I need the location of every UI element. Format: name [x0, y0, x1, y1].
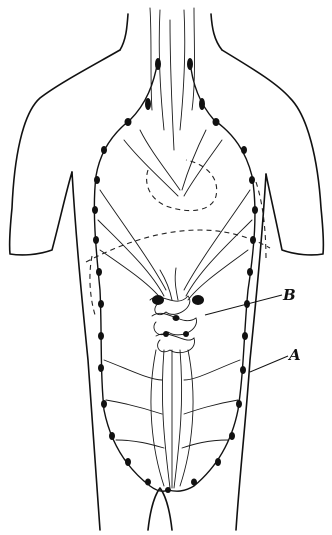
- thoracic-ganglion: [92, 206, 98, 214]
- neck-strand: [159, 10, 164, 130]
- torso-outline: [10, 14, 324, 530]
- cervical-ganglion: [155, 58, 161, 70]
- splanchnic-strand: [100, 250, 162, 300]
- label-b: B: [282, 286, 296, 304]
- thoracic-ganglion: [93, 236, 99, 244]
- lumbar-ganglion: [98, 332, 104, 340]
- thoracic-ganglion: [250, 236, 256, 244]
- lumbar-ganglion: [98, 364, 104, 372]
- sacral-ganglion: [101, 400, 107, 408]
- neck-strand: [150, 8, 152, 110]
- label-a-pointer: [250, 356, 288, 372]
- cervical-ganglion: [145, 98, 151, 110]
- sacral-ganglion: [145, 479, 151, 486]
- sacral-ganglion: [229, 432, 235, 440]
- descending-strand: [180, 350, 193, 486]
- cervical-ganglion: [187, 58, 193, 70]
- sacral-ganglion: [215, 458, 221, 466]
- descending-strand: [162, 350, 170, 488]
- label-a: A: [287, 346, 301, 364]
- heart-outline: [147, 160, 217, 211]
- ramus-strand: [184, 360, 240, 380]
- lumbar-ganglion: [98, 300, 104, 308]
- diaphragm-outline: [86, 230, 270, 262]
- descending-strand: [174, 350, 182, 488]
- sympathetic-trunks: [94, 60, 255, 491]
- plexus-ganglion: [183, 331, 189, 337]
- thoracic-ganglion: [241, 146, 247, 154]
- left-cervical-chain: [130, 60, 158, 120]
- left-flank: [72, 172, 100, 530]
- ramus-strand: [182, 440, 228, 448]
- right-shoulder-and-arm: [222, 50, 323, 255]
- neck-strand: [180, 10, 185, 130]
- nerve-fibres: [98, 8, 252, 488]
- thoracic-ganglion: [213, 118, 220, 126]
- plexus-ganglion: [163, 331, 169, 337]
- lumbar-ganglion: [96, 268, 102, 276]
- plexus-tangle: [175, 268, 178, 300]
- thoracic-ganglion: [252, 206, 258, 214]
- sacral-ganglion: [236, 400, 242, 408]
- sacral-ganglion: [191, 479, 197, 486]
- cardiac-strand: [140, 130, 180, 190]
- semilunar-ganglion: [152, 295, 164, 305]
- right-flank: [236, 174, 266, 530]
- semilunar-ganglion: [192, 295, 204, 305]
- plexus-tangle: [156, 334, 195, 353]
- sacral-ganglion: [125, 458, 131, 466]
- thoracic-ganglion: [125, 118, 132, 126]
- ramus-strand: [184, 400, 238, 414]
- neck-strand: [170, 20, 174, 150]
- thoracic-ganglion: [94, 176, 100, 184]
- descending-strand: [151, 350, 164, 486]
- cervical-ganglion: [199, 98, 205, 110]
- sacral-ganglion: [109, 432, 115, 440]
- pelvis-notch: [148, 488, 172, 530]
- neck-strand: [192, 8, 195, 110]
- label-b-pointer: [205, 295, 282, 315]
- ramus-strand: [106, 400, 162, 414]
- lumbar-ganglion: [247, 268, 253, 276]
- lumbar-ganglion: [240, 366, 246, 374]
- coccygeal-ganglion: [165, 487, 171, 493]
- neck-left-edge: [120, 14, 128, 50]
- thoracic-ganglion: [249, 176, 255, 184]
- neck-right-edge: [211, 14, 222, 50]
- liver-left-outline: [90, 256, 96, 318]
- plexus-ganglion: [173, 315, 180, 321]
- cardiac-strand: [182, 130, 206, 190]
- splanchnic-strand: [100, 190, 166, 290]
- splanchnic-strand: [184, 190, 250, 290]
- thoracic-ganglion: [101, 146, 107, 154]
- plexus-tangle: [160, 270, 172, 300]
- splanchnic-strand: [98, 220, 164, 296]
- splanchnic-strand: [188, 250, 248, 300]
- ramus-strand: [116, 440, 164, 448]
- dashed-organ-outlines: [86, 160, 270, 318]
- lumbar-ganglion: [242, 332, 248, 340]
